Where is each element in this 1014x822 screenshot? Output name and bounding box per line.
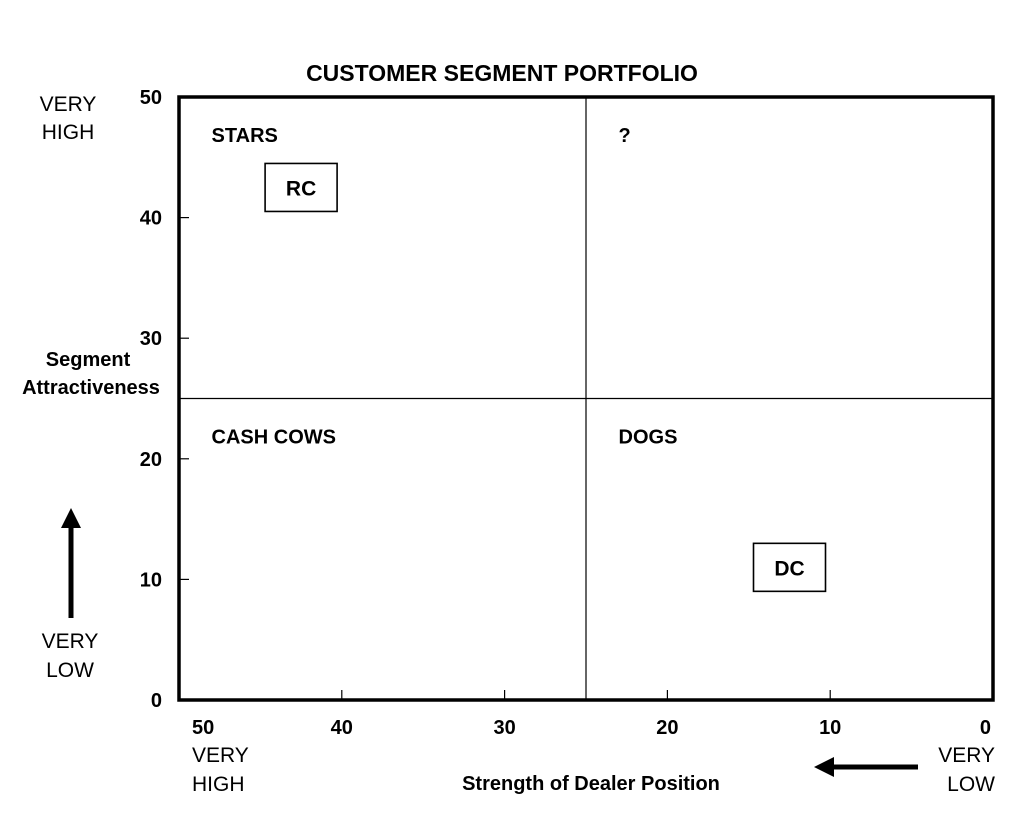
data-points: RC DC (264, 162, 827, 593)
x-tick-label: 40 (331, 717, 353, 739)
y-axis-title-line2: Attractiveness (22, 377, 160, 399)
x-tick-label: 50 (192, 717, 214, 739)
quadrant-label-cash-cows: CASH COWS (212, 427, 336, 449)
y-axis-high-label-line1: VERY (40, 93, 97, 116)
y-axis-low-label-line1: VERY (42, 630, 99, 653)
x-axis-title: Strength of Dealer Position (462, 773, 720, 795)
quadrant-label-stars: STARS (212, 125, 278, 147)
y-tick-label: 50 (140, 87, 162, 109)
data-point-rc: RC (264, 162, 338, 213)
x-axis-low-label-line2: LOW (947, 773, 995, 796)
y-axis-title-line1: Segment (46, 349, 131, 371)
x-axis-low-label-line1: VERY (938, 744, 995, 767)
chart-title: CUSTOMER SEGMENT PORTFOLIO (306, 60, 698, 86)
x-axis-high-label-line1: VERY (192, 744, 249, 767)
arrow-up-icon (61, 508, 81, 618)
y-axis-low-label-line2: LOW (46, 659, 94, 682)
quadrant-label-question: ? (619, 125, 631, 147)
quadrant-labels: STARS? CASH COWS DOGS (212, 125, 678, 449)
y-tick-label: 10 (140, 569, 162, 591)
x-axis-ticks: 50 40 30 20 10 0 (192, 690, 991, 739)
data-point-label: RC (286, 177, 316, 200)
y-tick-label: 20 (140, 449, 162, 471)
y-tick-label: 40 (140, 208, 162, 230)
x-tick-label: 10 (819, 717, 841, 739)
y-axis-high-label-line2: HIGH (42, 121, 95, 144)
data-point-box (752, 542, 827, 593)
x-tick-label: 0 (980, 717, 991, 739)
x-tick-label: 20 (656, 717, 678, 739)
arrow-left-icon (814, 757, 918, 777)
y-tick-label: 0 (151, 690, 162, 712)
data-point-dc: DC (752, 542, 827, 593)
x-tick-label: 30 (493, 717, 515, 739)
quadrant-label-dogs: DOGS (619, 427, 678, 449)
data-point-box (264, 162, 338, 213)
data-point-label: DC (774, 557, 804, 580)
y-tick-label: 30 (140, 328, 162, 350)
x-axis-high-label-line2: HIGH (192, 773, 245, 796)
y-axis-ticks: 0 10 20 30 40 50 (140, 87, 189, 712)
